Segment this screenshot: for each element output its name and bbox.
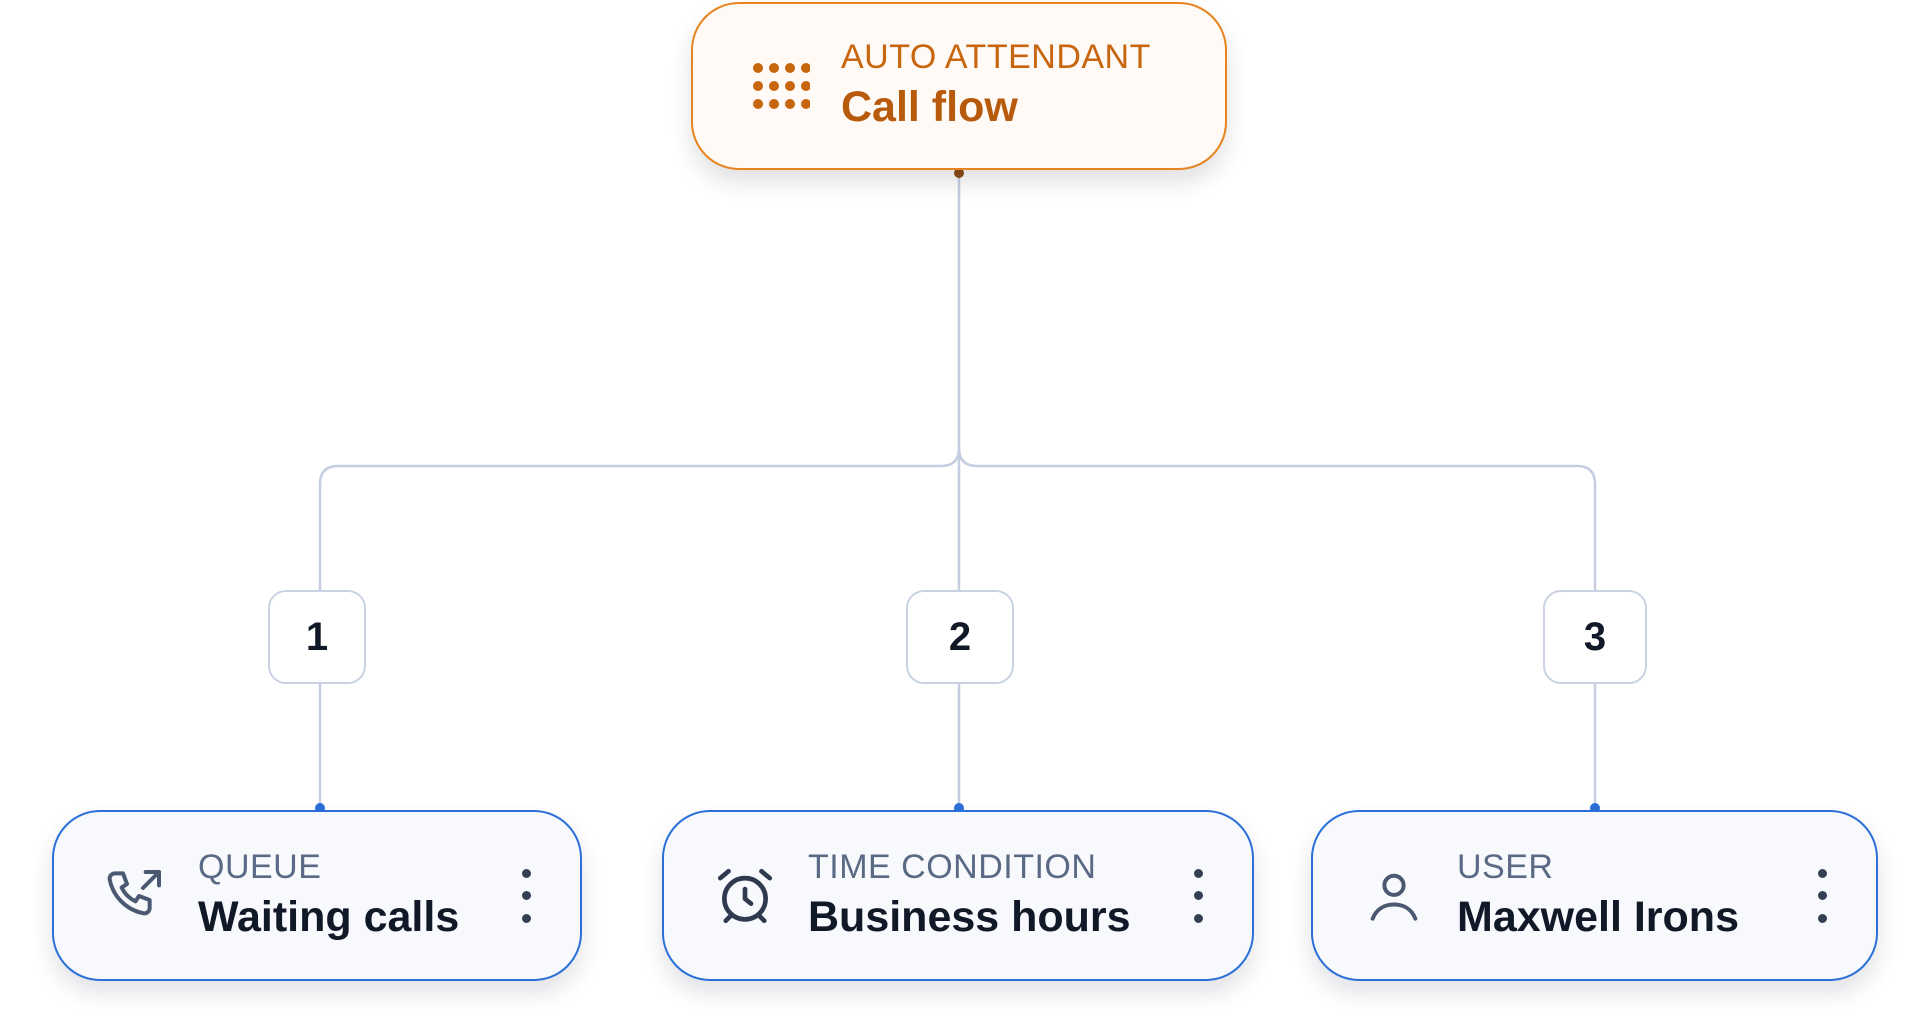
auto-attendant-text: AUTO ATTENDANT Call flow [841,37,1151,135]
node-title: Maxwell Irons [1457,892,1739,941]
connector-root-trunk [957,172,1597,590]
node-title: Call flow [841,83,1018,131]
more-vertical-icon[interactable] [1186,868,1210,923]
node-title: Waiting calls [198,892,460,941]
node-title: Business hours [808,892,1131,941]
user-icon [1357,859,1431,933]
user-text: USER Maxwell Irons [1457,847,1739,945]
connector-left-branch [318,447,961,590]
alarm-clock-icon [708,859,782,933]
connector-dot-root [954,168,964,178]
queue-node[interactable]: QUEUE Waiting calls [52,810,582,981]
time-condition-text: TIME CONDITION Business hours [808,847,1131,945]
node-type-label: USER [1457,847,1554,886]
node-type-label: TIME CONDITION [808,847,1097,886]
more-vertical-icon[interactable] [1810,868,1834,923]
user-node[interactable]: USER Maxwell Irons [1311,810,1878,981]
auto-attendant-node[interactable]: AUTO ATTENDANT Call flow [691,2,1227,170]
time-condition-node[interactable]: TIME CONDITION Business hours [662,810,1254,981]
more-vertical-icon[interactable] [514,868,538,923]
node-type-label: AUTO ATTENDANT [841,38,1151,76]
phone-outgoing-icon [98,859,172,933]
option-badge-3[interactable]: 3 [1543,590,1647,684]
option-badge-2[interactable]: 2 [906,590,1014,684]
node-type-label: QUEUE [198,847,322,886]
option-badge-1[interactable]: 1 [268,590,366,684]
queue-text: QUEUE Waiting calls [198,847,459,945]
dialpad-icon [743,49,817,123]
